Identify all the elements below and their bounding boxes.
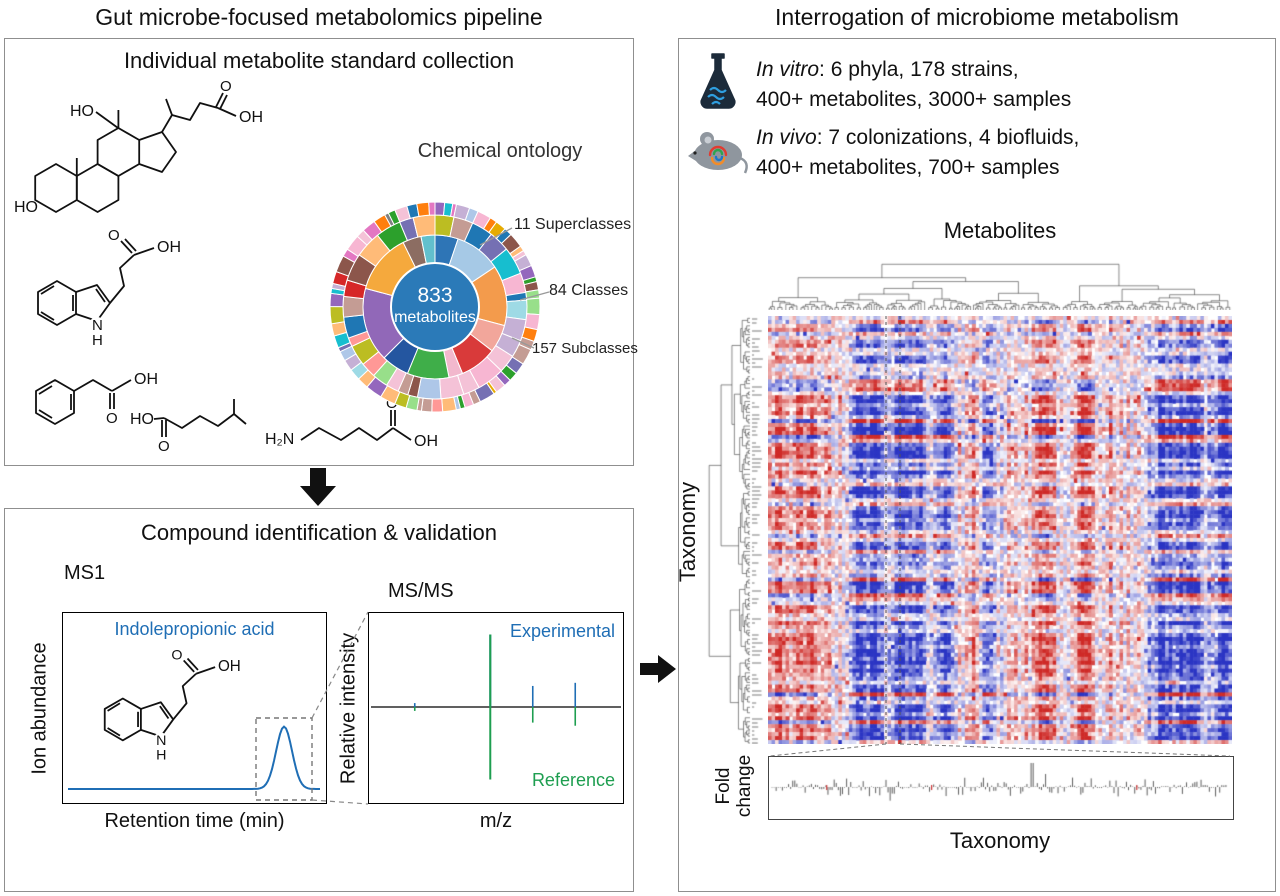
o-atom-label: O (158, 438, 170, 455)
o-atom-label: O (171, 647, 182, 663)
msms-mirror-spectrum (371, 634, 621, 780)
atom-backing (89, 317, 105, 333)
metabolite-count: 833 (417, 284, 453, 307)
oh-atom-label: OH (218, 658, 241, 675)
invitro-line1: : 6 phyla, 178 strains, (819, 58, 1019, 81)
chemical-ontology-label: Chemical ontology (417, 140, 583, 162)
o-atom-label: O (386, 398, 398, 412)
atom-backing (153, 732, 169, 748)
msms-y-axis-label: Relative intensity (337, 632, 360, 785)
invitro-label: In vitro (756, 58, 820, 81)
cholic-acid-structure: O OH HO HO (14, 80, 263, 216)
n-atom-label: N (92, 317, 103, 334)
ho-atom-label: HO (130, 411, 154, 428)
o-atom-label: O (106, 410, 118, 427)
down-arrow-icon (300, 468, 336, 506)
phenylacetic-acid-structure: OH O (35, 371, 158, 427)
n-atom-label: N (156, 733, 166, 749)
mouse-icon (688, 132, 748, 174)
compound-name: Indolepropionic acid (114, 619, 275, 639)
ms1-y-axis-label: Ion abundance (28, 642, 51, 775)
oh-atom-label: OH (414, 433, 438, 450)
aminovaleric-acid-structure: H₂N O OH (265, 398, 438, 450)
flask-icon (700, 53, 736, 109)
o-atom-label: O (220, 80, 232, 95)
msms-label: MS/MS (388, 580, 454, 602)
methylbutyric-acid-structure: HO O (130, 399, 247, 455)
callout-superclasses: 11 Superclasses (514, 216, 632, 233)
fold-change-label-line2: change (734, 754, 755, 818)
right-column-title: Interrogation of microbiome metabolism (775, 4, 1179, 30)
oh-atom-label: OH (239, 109, 263, 126)
fold-change-profile (769, 757, 1231, 817)
taxonomy-x-axis-label: Taxonomy (949, 828, 1051, 853)
ho-atom-label: HO (70, 103, 94, 120)
indolepropionic-acid-structure-small: N H O OH (103, 647, 241, 763)
standard-collection-panel (4, 38, 634, 466)
callout-classes: 84 Classes (549, 282, 629, 299)
h2n-atom-label: H₂N (265, 431, 294, 448)
taxonomy-metabolite-heatmap (768, 316, 1232, 744)
sunburst-center-label: 833 metabolites (375, 285, 495, 329)
invivo-label: In vivo (756, 126, 817, 149)
ms1-x-axis-label: Retention time (min) (104, 810, 285, 832)
row-dendrogram (706, 316, 764, 744)
identification-title: Compound identification & validation (141, 520, 497, 545)
experimental-label: Experimental (509, 621, 615, 641)
chromatogram-trace (68, 725, 320, 790)
reference-label: Reference (531, 770, 615, 790)
metabolite-count-unit: metabolites (394, 309, 476, 326)
column-dendrogram (768, 252, 1232, 310)
left-column-title: Gut microbe-focused metabolomics pipelin… (95, 4, 543, 30)
right-arrow-icon (640, 655, 676, 683)
msms-x-axis-label: m/z (479, 810, 513, 832)
fold-change-axis-label: Fold change (713, 751, 755, 821)
chemical-ontology-sunburst (329, 201, 541, 413)
metabolites-axis-label: Metabolites (943, 218, 1057, 243)
ho-atom-label: HO (14, 199, 38, 216)
taxonomy-axis-label: Taxonomy (675, 481, 700, 583)
indolepropionic-acid-structure: N H O OH (37, 228, 181, 349)
h-atom-label: H (92, 332, 103, 349)
o-atom-label: O (108, 228, 120, 244)
msms-plot (368, 612, 624, 804)
callout-subclasses: 157 Subclasses (532, 340, 638, 357)
collection-title: Individual metabolite standard collectio… (123, 48, 515, 73)
invivo-line1: : 7 colonizations, 4 biofluids, (816, 126, 1080, 149)
oh-atom-label: OH (157, 239, 181, 256)
invivo-line2: 400+ metabolites, 700+ samples (756, 156, 1060, 179)
ms1-label: MS1 (64, 562, 106, 584)
fold-change-label-line1: Fold (713, 767, 734, 805)
h-atom-label: H (156, 747, 166, 763)
oh-atom-label: OH (134, 371, 158, 388)
invivo-text: In vivo: 7 colonizations, 4 biofluids, 4… (756, 123, 1079, 183)
invitro-text: In vitro: 6 phyla, 178 strains, 400+ met… (756, 55, 1071, 115)
invitro-line2: 400+ metabolites, 3000+ samples (756, 88, 1072, 111)
